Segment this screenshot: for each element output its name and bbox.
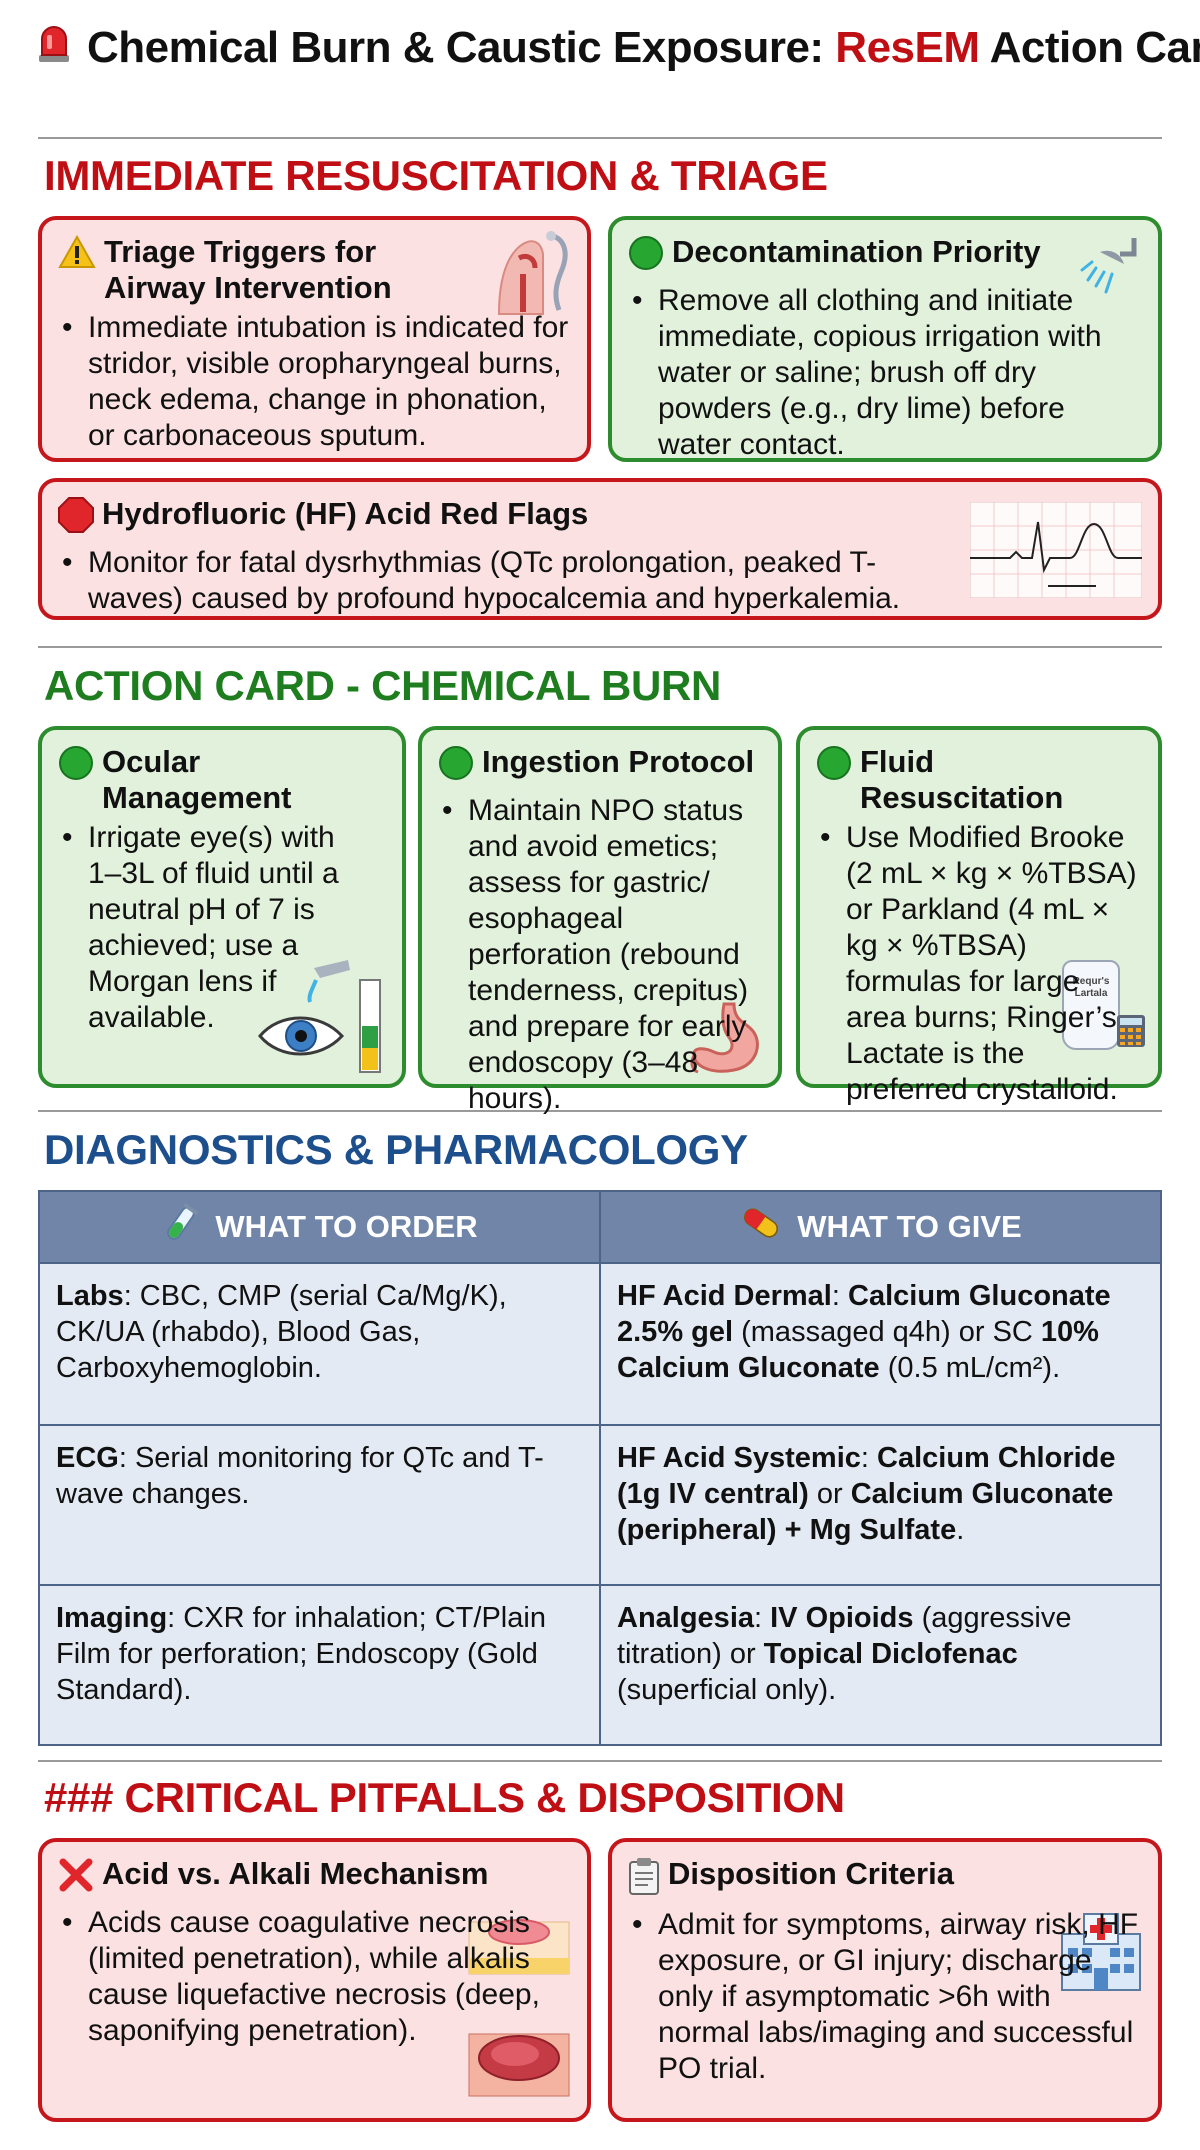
card-text: Immediate intubation is indicated for st… bbox=[58, 310, 571, 454]
card-text: Acids cause coagulative necrosis (limite… bbox=[58, 1905, 571, 2049]
section-heading-resuscitation: IMMEDIATE RESUSCITATION & TRIAGE bbox=[44, 152, 828, 199]
page-title: Chemical Burn & Caustic Exposure: ResEM … bbox=[35, 18, 1200, 78]
order-cell: Imaging: CXR for inhalation; CT/Plain Fi… bbox=[38, 1584, 601, 1746]
section-heading-diagnostics: DIAGNOSTICS & PHARMACOLOGY bbox=[44, 1126, 748, 1173]
order-cell: ECG: Serial monitoring for QTc and T-wav… bbox=[38, 1424, 601, 1586]
card-title: Fluid Resuscitation bbox=[816, 744, 1142, 816]
airway-anatomy-icon bbox=[497, 231, 568, 315]
clipboard-icon bbox=[628, 1857, 660, 1903]
title-text-2: Action Card bbox=[989, 23, 1200, 72]
section-heading-action-card: ACTION CARD - CHEMICAL BURN bbox=[44, 662, 722, 709]
section-heading-pitfalls: ### CRITICAL PITFALLS & DISPOSITION bbox=[44, 1774, 845, 1821]
table-row: Labs: CBC, CMP (serial Ca/Mg/K), CK/UA (… bbox=[38, 1262, 1162, 1426]
card-acid-alkali-mechanism: Acid vs. Alkali Mechanism Acids cause co… bbox=[38, 1838, 591, 2122]
warning-icon bbox=[58, 234, 96, 277]
give-cell: HF Acid Dermal: Calcium Gluconate 2.5% g… bbox=[599, 1262, 1162, 1426]
give-cell: HF Acid Systemic: Calcium Chloride (1g I… bbox=[599, 1424, 1162, 1586]
card-title: Disposition Criteria bbox=[628, 1856, 1142, 1903]
card-title: Decontamination Priority bbox=[628, 234, 1142, 279]
green-circle-icon bbox=[438, 745, 474, 789]
card-text: Admit for symptoms, airway risk, HF expo… bbox=[628, 1907, 1142, 2087]
card-title: Ocular Management bbox=[58, 744, 386, 816]
title-brand: ResEM bbox=[835, 23, 980, 72]
stop-sign-icon bbox=[58, 497, 94, 541]
card-title: Ingestion Protocol bbox=[438, 744, 762, 789]
card-title: Triage Triggers for Airway Intervention bbox=[58, 234, 571, 306]
card-text: Irrigate eye(s) with 1–3L of fluid until… bbox=[58, 820, 386, 1036]
card-title: Acid vs. Alkali Mechanism bbox=[58, 1856, 571, 1901]
table-row: ECG: Serial monitoring for QTc and T-wav… bbox=[38, 1424, 1162, 1586]
divider bbox=[38, 1760, 1162, 1762]
card-text: Remove all clothing and initiate immedia… bbox=[628, 283, 1142, 463]
title-text-1: Chemical Burn & Caustic Exposure: bbox=[87, 23, 836, 72]
card-text: Use Modified Brooke (2 mL × kg × %TBSA) … bbox=[816, 820, 1142, 1108]
pill-icon bbox=[739, 1203, 783, 1251]
card-text: Maintain NPO status and avoid emetics; a… bbox=[438, 793, 762, 1117]
table-row: Imaging: CXR for inhalation; CT/Plain Fi… bbox=[38, 1584, 1162, 1746]
divider bbox=[38, 137, 1162, 139]
test-tube-icon bbox=[161, 1203, 201, 1251]
diagnostics-table: WHAT TO ORDER WHAT TO GIVE Labs: CBC, CM… bbox=[38, 1190, 1162, 1746]
card-ingestion-protocol: Ingestion Protocol Maintain NPO status a… bbox=[418, 726, 782, 1115]
green-circle-icon bbox=[58, 745, 94, 789]
siren-icon bbox=[35, 23, 73, 74]
card-airway-triggers: Triage Triggers for Airway Intervention … bbox=[38, 216, 591, 462]
green-circle-icon bbox=[628, 235, 664, 279]
green-circle-icon bbox=[816, 745, 852, 789]
divider bbox=[38, 646, 1162, 648]
card-text: Monitor for fatal dysrhythmias (QTc prol… bbox=[58, 545, 1142, 617]
column-header-give: WHAT TO GIVE bbox=[599, 1190, 1162, 1264]
give-cell: Analgesia: IV Opioids (aggressive titrat… bbox=[599, 1584, 1162, 1746]
card-fluid-resuscitation: Requr's Lartala Fluid Resuscitation Use … bbox=[796, 726, 1162, 1106]
card-disposition-criteria: Disposition Criteria Admit for symptoms,… bbox=[608, 1838, 1162, 2122]
card-decontamination: Decontamination Priority Remove all clot… bbox=[608, 216, 1162, 462]
card-hf-red-flags: Hydrofluoric (HF) Acid Red Flags Monitor… bbox=[38, 478, 1162, 620]
order-cell: Labs: CBC, CMP (serial Ca/Mg/K), CK/UA (… bbox=[38, 1262, 601, 1426]
table-header-row: WHAT TO ORDER WHAT TO GIVE bbox=[38, 1190, 1162, 1264]
red-x-icon bbox=[58, 1857, 94, 1901]
card-title: Hydrofluoric (HF) Acid Red Flags bbox=[58, 496, 1142, 541]
column-header-order: WHAT TO ORDER bbox=[38, 1190, 601, 1264]
card-ocular-management: Ocular Management Irrigate eye(s) with 1… bbox=[38, 726, 406, 1088]
